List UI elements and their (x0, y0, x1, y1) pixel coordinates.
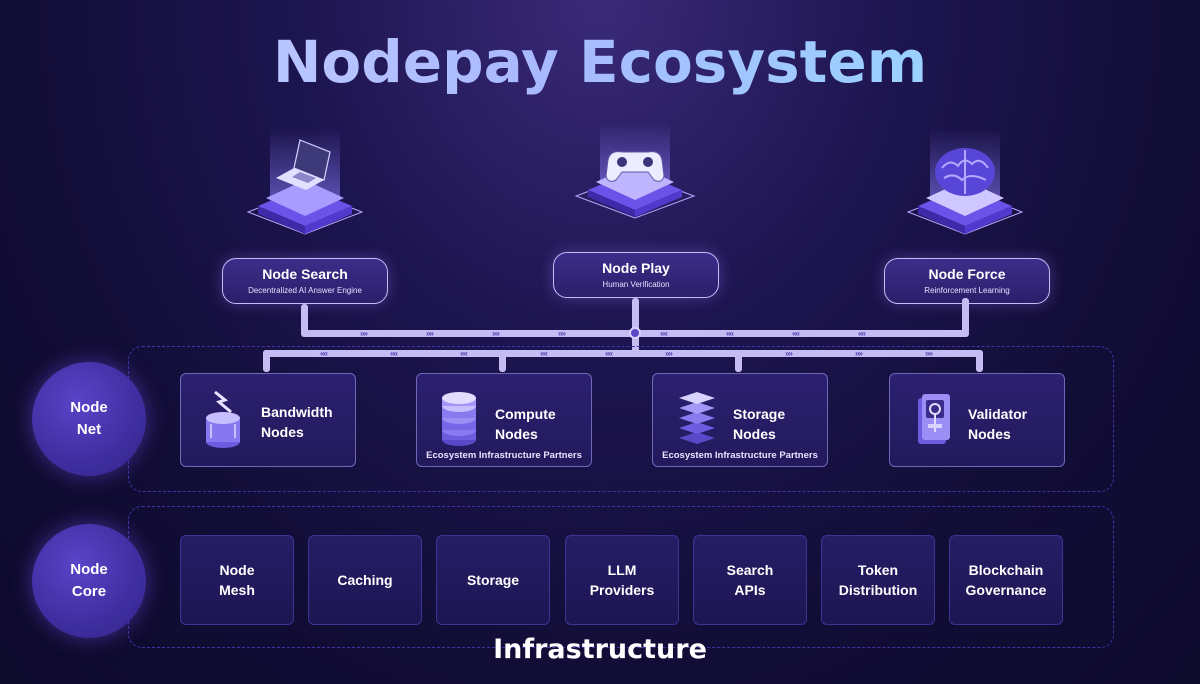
laptop-icon (276, 139, 331, 190)
net-box-compute-subtitle: Ecosystem Infrastructure Partners (426, 450, 582, 461)
flow-chevron: »» (855, 349, 863, 358)
product-node-force[interactable]: Node Force Reinforcement Learning (884, 258, 1050, 304)
infrastructure-label: Infrastructure (493, 634, 707, 665)
gamepad-icon (605, 151, 665, 182)
flow-chevron: »» (785, 349, 793, 358)
storage-layers-icon (679, 392, 715, 444)
flow-chevron: »» (665, 349, 673, 358)
net-box-validator-label: Validator Nodes (968, 406, 1028, 442)
core-box-search-apis[interactable]: Search APIs (693, 535, 807, 625)
validator-machine-icon (918, 394, 950, 444)
gamepad-platform (574, 122, 696, 219)
product-node-search-subtitle: Decentralized AI Answer Engine (248, 286, 362, 295)
flow-chevron: »» (558, 329, 566, 338)
flow-chevron: »» (426, 329, 434, 338)
flow-chevron: »» (360, 329, 368, 338)
flow-chevron: «« (320, 349, 328, 358)
server-stack-icon (442, 392, 476, 446)
net-box-storage-label: Storage Nodes (733, 406, 786, 442)
product-node-play-name: Node Play (602, 260, 670, 276)
brain-icon (935, 148, 995, 196)
flow-chevron: »» (925, 349, 933, 358)
connector-play-down (632, 298, 639, 354)
core-box-storage[interactable]: Storage (436, 535, 550, 625)
connector-lower-bus (263, 350, 983, 357)
connector-compute (499, 350, 506, 372)
net-box-compute[interactable]: Compute Nodes Ecosystem Infrastructure P… (416, 373, 592, 467)
net-box-bandwidth-label: Bandwidth Nodes (261, 404, 333, 440)
net-box-bandwidth[interactable]: Bandwidth Nodes (180, 373, 356, 467)
connector-force-down (962, 298, 969, 334)
flow-chevron: «« (792, 329, 800, 338)
product-node-force-subtitle: Reinforcement Learning (924, 286, 1010, 295)
flow-chevron: «« (605, 349, 613, 358)
flow-chevron: «« (540, 349, 548, 358)
flow-chevron: «« (726, 329, 734, 338)
core-box-blockchain-governance[interactable]: Blockchain Governance (949, 535, 1063, 625)
node-net-label: Node Net (32, 362, 146, 476)
product-node-play-subtitle: Human Verification (602, 280, 670, 289)
node-core-label: Node Core (32, 524, 146, 638)
connector-bandwidth (263, 350, 270, 372)
core-box-caching[interactable]: Caching (308, 535, 422, 625)
net-box-validator[interactable]: Validator Nodes (889, 373, 1065, 467)
core-box-llm-providers[interactable]: LLM Providers (565, 535, 679, 625)
laptop-platform (246, 128, 364, 235)
net-box-storage-subtitle: Ecosystem Infrastructure Partners (662, 450, 818, 461)
net-box-storage[interactable]: Storage Nodes Ecosystem Infrastructure P… (652, 373, 828, 467)
net-box-compute-label: Compute Nodes (495, 406, 556, 442)
brain-platform (906, 128, 1024, 235)
connector-validator (976, 350, 983, 372)
flow-chevron: »» (492, 329, 500, 338)
core-box-token-distribution[interactable]: Token Distribution (821, 535, 935, 625)
product-node-force-name: Node Force (928, 266, 1006, 282)
product-node-search-name: Node Search (262, 266, 348, 282)
connector-search-down (301, 304, 308, 334)
flow-chevron: «« (390, 349, 398, 358)
connector-junction-dot (629, 327, 641, 339)
flow-chevron: «« (460, 349, 468, 358)
product-node-search[interactable]: Node Search Decentralized AI Answer Engi… (222, 258, 388, 304)
connector-storage (735, 350, 742, 372)
core-box-node-mesh[interactable]: Node Mesh (180, 535, 294, 625)
flow-chevron: «« (660, 329, 668, 338)
page-title: Nodepay Ecosystem (0, 28, 1200, 96)
flow-chevron: «« (858, 329, 866, 338)
bandwidth-cylinder-icon (206, 390, 240, 448)
product-node-play[interactable]: Node Play Human Verification (553, 252, 719, 298)
